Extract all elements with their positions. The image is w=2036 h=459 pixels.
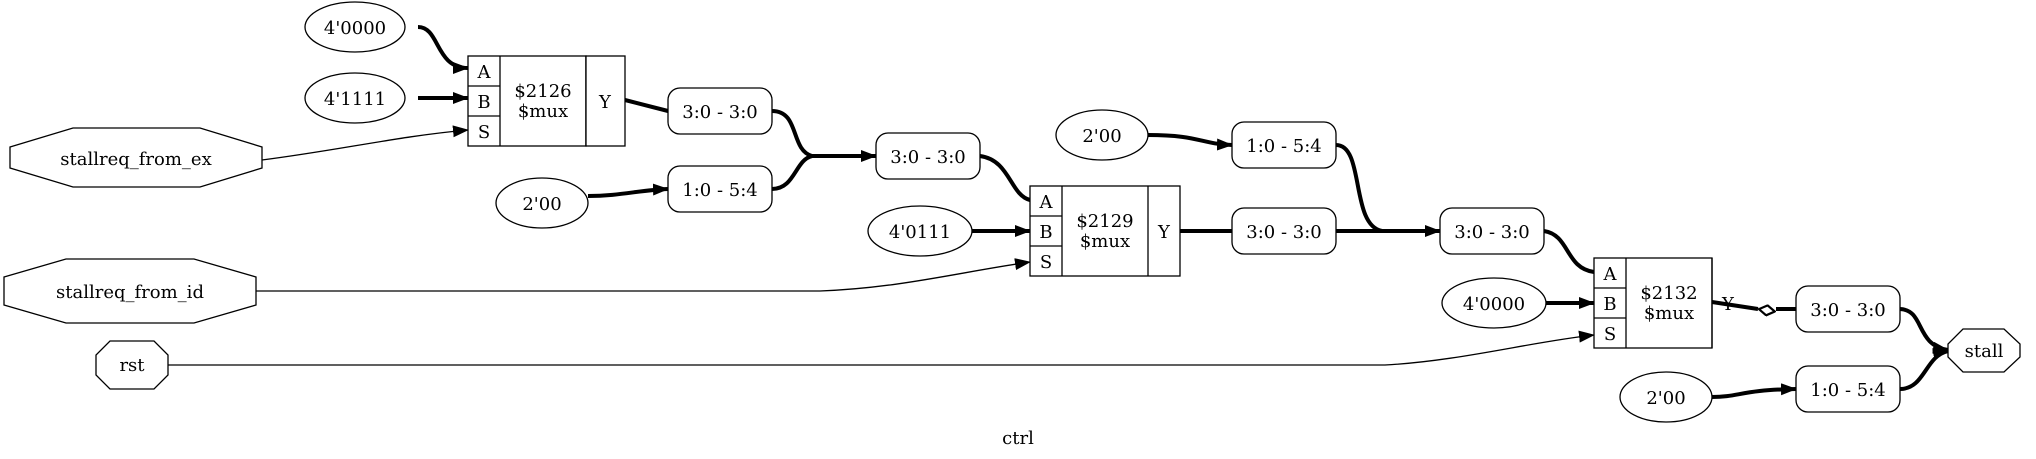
wire-c7-to-s8: [1711, 383, 1797, 399]
mux-pin-a: A: [1603, 264, 1618, 285]
wire-s8-to-stall: [1899, 348, 1949, 391]
wire-m2132-y-to-s7: [1711, 300, 1758, 309]
mux-pin-a: A: [1039, 192, 1054, 213]
const-label: 4'0111: [889, 222, 951, 243]
mux-cell-id: $2129: [1076, 211, 1133, 232]
slice-node: 3:0 - 3:0: [1231, 207, 1337, 255]
slice-node: 3:0 - 3:0: [1795, 285, 1901, 333]
mux-cell-id: $2132: [1640, 283, 1697, 304]
wire-m2126-y-to-s1: [624, 98, 668, 111]
wire-c1-to-m2126-a: [417, 25, 469, 74]
mux-pin-b: B: [1039, 222, 1052, 243]
wire-s3-to-m2129-a: [979, 154, 1030, 200]
mux-cell-type: $mux: [1644, 303, 1694, 324]
wire-id-to-m2129-s: [256, 258, 1031, 292]
const-node: 4'0111: [867, 205, 973, 257]
input-port-stallreq-from-id: stallreq_from_id: [3, 258, 257, 324]
slice-label: 1:0 - 5:4: [1810, 380, 1885, 401]
wire-ex-to-m2126-s: [261, 125, 469, 161]
port-label: stallreq_from_ex: [60, 149, 211, 170]
wire-s2-to-s3: [771, 154, 813, 191]
mux-pin-b: B: [1603, 294, 1616, 315]
mux-pin-b: B: [477, 92, 490, 113]
mux-pin-y: Y: [1157, 222, 1171, 243]
mux-pin-y: Y: [598, 92, 612, 113]
mux-cell-2132: A B S $2132 $mux Y: [1593, 257, 1735, 349]
wire-s5-to-s6: [1335, 143, 1383, 233]
input-port-rst: rst: [95, 340, 169, 390]
const-node: 2'00: [495, 177, 589, 229]
mux-cell-id: $2126: [514, 81, 571, 102]
slice-label: 3:0 - 3:0: [890, 147, 965, 168]
input-port-stallreq-from-ex: stallreq_from_ex: [9, 127, 263, 188]
const-label: 2'00: [522, 194, 561, 215]
const-label: 4'1111: [324, 89, 386, 110]
port-label: stallreq_from_id: [56, 282, 204, 303]
const-label: 4'0000: [1463, 294, 1525, 315]
const-node: 4'1111: [304, 72, 406, 124]
mux-pin-y: Y: [1721, 294, 1735, 315]
slice-node: 3:0 - 3:0: [875, 132, 981, 180]
const-node: 2'00: [1619, 371, 1713, 423]
wire-c5-to-s5: [1147, 133, 1233, 151]
port-label: rst: [119, 355, 145, 376]
wire-s1-to-s3: [771, 109, 813, 158]
slice-label: 1:0 - 5:4: [1246, 136, 1321, 157]
slice-label: 3:0 - 3:0: [1810, 300, 1885, 321]
mux-cell-2126: A B S $2126 $mux Y: [467, 55, 626, 147]
const-node: 4'0000: [1441, 277, 1547, 329]
wire-c3-to-s2: [587, 183, 669, 198]
mux-pin-a: A: [477, 62, 492, 83]
slice-node: 3:0 - 3:0: [1439, 207, 1545, 255]
slice-node: 1:0 - 5:4: [1231, 121, 1337, 169]
const-node: 2'00: [1055, 109, 1149, 161]
const-node: 4'0000: [304, 1, 406, 53]
wires: [168, 25, 1949, 399]
slice-node: 1:0 - 5:4: [1795, 365, 1901, 413]
mux-pin-s: S: [1604, 324, 1616, 345]
const-label: 4'0000: [324, 18, 386, 39]
port-label: stall: [1965, 341, 2004, 362]
output-port-stall: stall: [1947, 328, 2021, 373]
const-label: 2'00: [1082, 126, 1121, 147]
mux-cell-type: $mux: [518, 101, 568, 122]
mux-pin-s: S: [478, 122, 490, 143]
slice-node: 1:0 - 5:4: [667, 165, 773, 213]
mux-pin-s: S: [1040, 252, 1052, 273]
mux-cell-2129: A B S $2129 $mux Y: [1029, 185, 1181, 277]
const-label: 2'00: [1646, 388, 1685, 409]
wire-s6-to-m2132-a: [1543, 229, 1594, 272]
wire-rst-to-m2132-s: [168, 330, 1595, 366]
mux-cell-type: $mux: [1080, 231, 1130, 252]
wire-s7-to-stall: [1899, 307, 1949, 354]
slice-node: 3:0 - 3:0: [667, 87, 773, 135]
slice-label: 3:0 - 3:0: [1246, 222, 1321, 243]
slice-label: 3:0 - 3:0: [1454, 222, 1529, 243]
slice-label: 1:0 - 5:4: [682, 180, 757, 201]
diagram-title: ctrl: [1002, 428, 1034, 449]
slice-label: 3:0 - 3:0: [682, 102, 757, 123]
